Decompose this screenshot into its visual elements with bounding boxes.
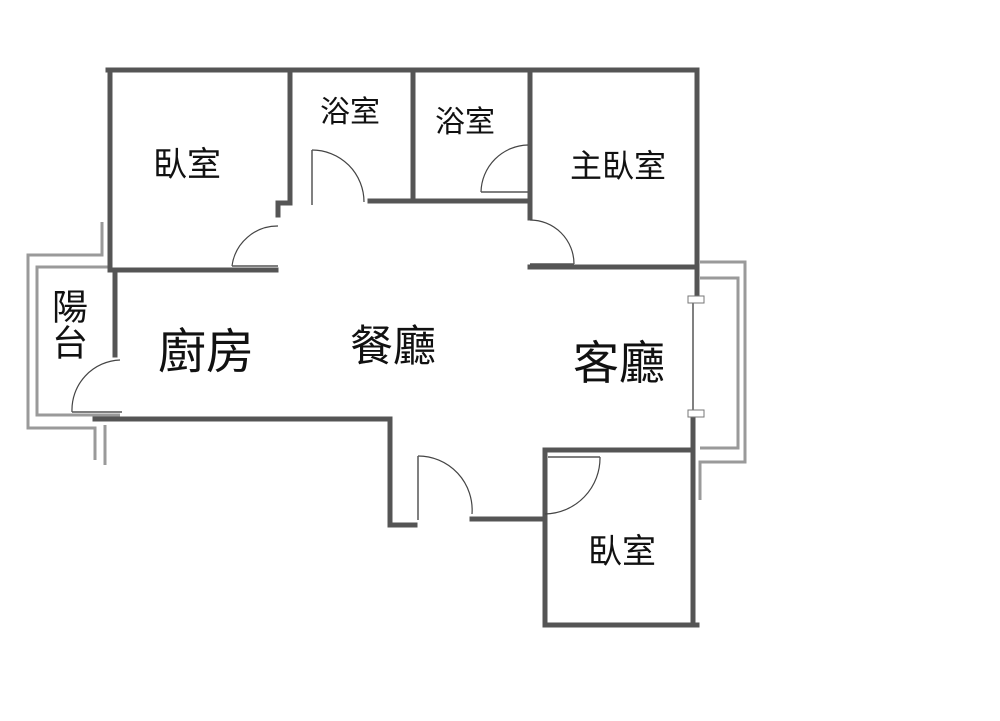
room-label-bath-1: 浴室 [320,95,380,130]
door-bedroom-se[interactable] [544,456,601,515]
door-balcony[interactable] [71,359,121,413]
door-entrance[interactable] [417,455,473,515]
window-sill [687,409,705,418]
room-label-bedroom-nw: 臥室 [153,145,221,185]
room-label-balcony: 陽台 [46,288,87,360]
door-bath-2[interactable] [480,144,529,193]
room-label-kitchen: 廚房 [158,324,255,380]
room-label-master-bedroom: 主臥室 [570,147,667,185]
window-sill [687,295,705,304]
balcony-west-walls [26,222,120,465]
interior-walls [92,67,700,628]
room-label-living: 客廳 [573,336,665,390]
room-label-bath-2: 浴室 [435,105,495,140]
door-bath-1[interactable] [311,149,365,203]
balcony-east-walls [698,260,747,500]
room-label-dining: 餐廳 [350,322,436,372]
doors [71,144,601,520]
room-label-bedroom-se: 臥室 [588,532,656,572]
door-master-bedroom[interactable] [529,219,575,265]
door-bedroom-nw[interactable] [231,225,279,267]
